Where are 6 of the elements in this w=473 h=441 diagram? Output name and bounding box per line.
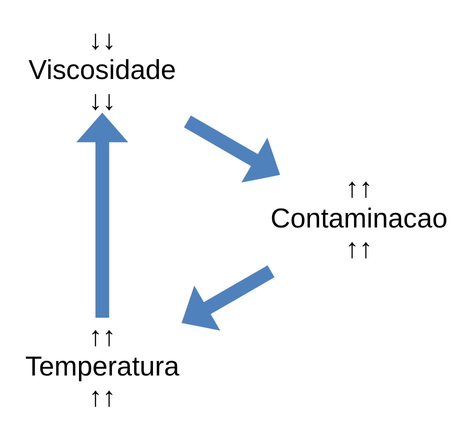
- arrow: [76, 112, 128, 318]
- arrow: [184, 115, 280, 183]
- node-text: ↓↓ Viscosidade ↓↓: [28, 24, 176, 116]
- node-text: ↑↑ Contaminacao ↑↑: [270, 172, 448, 264]
- arrow: [182, 265, 274, 331]
- node-text: ↑↑ Temperatura ↑↑: [25, 320, 180, 412]
